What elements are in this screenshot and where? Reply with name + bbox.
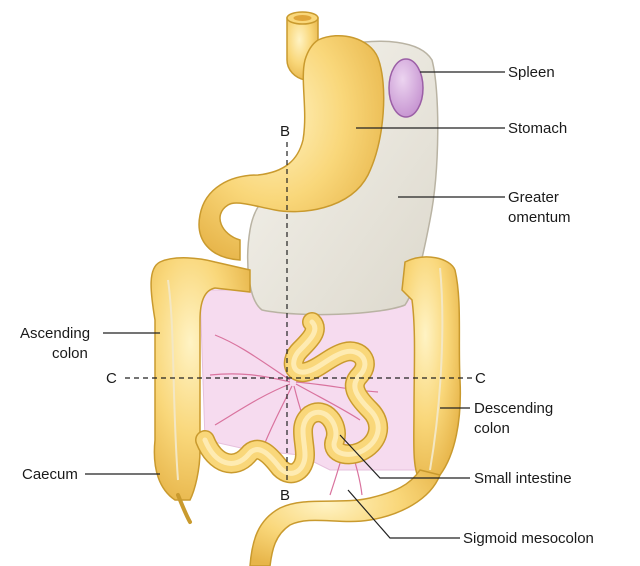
label-greater-omentum-line1: Greater xyxy=(508,189,559,206)
label-ascending-colon-line1: Ascending xyxy=(20,325,90,342)
label-descending-colon-line2: colon xyxy=(474,420,510,437)
label-caecum: Caecum xyxy=(22,466,78,483)
section-label-b-bottom: B xyxy=(280,487,290,504)
label-spleen: Spleen xyxy=(508,64,555,81)
section-label-b-top: B xyxy=(280,123,290,140)
section-label-c-right: C xyxy=(475,370,486,387)
spleen xyxy=(389,59,423,117)
label-small-intestine: Small intestine xyxy=(474,470,572,487)
label-ascending-colon-line2: colon xyxy=(52,345,88,362)
label-stomach: Stomach xyxy=(508,120,567,137)
label-greater-omentum-line2: omentum xyxy=(508,209,571,226)
sigmoid-colon xyxy=(250,470,440,566)
section-label-c-left: C xyxy=(106,370,117,387)
label-sigmoid-mesocolon: Sigmoid mesocolon xyxy=(463,530,594,547)
label-descending-colon-line1: Descending xyxy=(474,400,553,417)
